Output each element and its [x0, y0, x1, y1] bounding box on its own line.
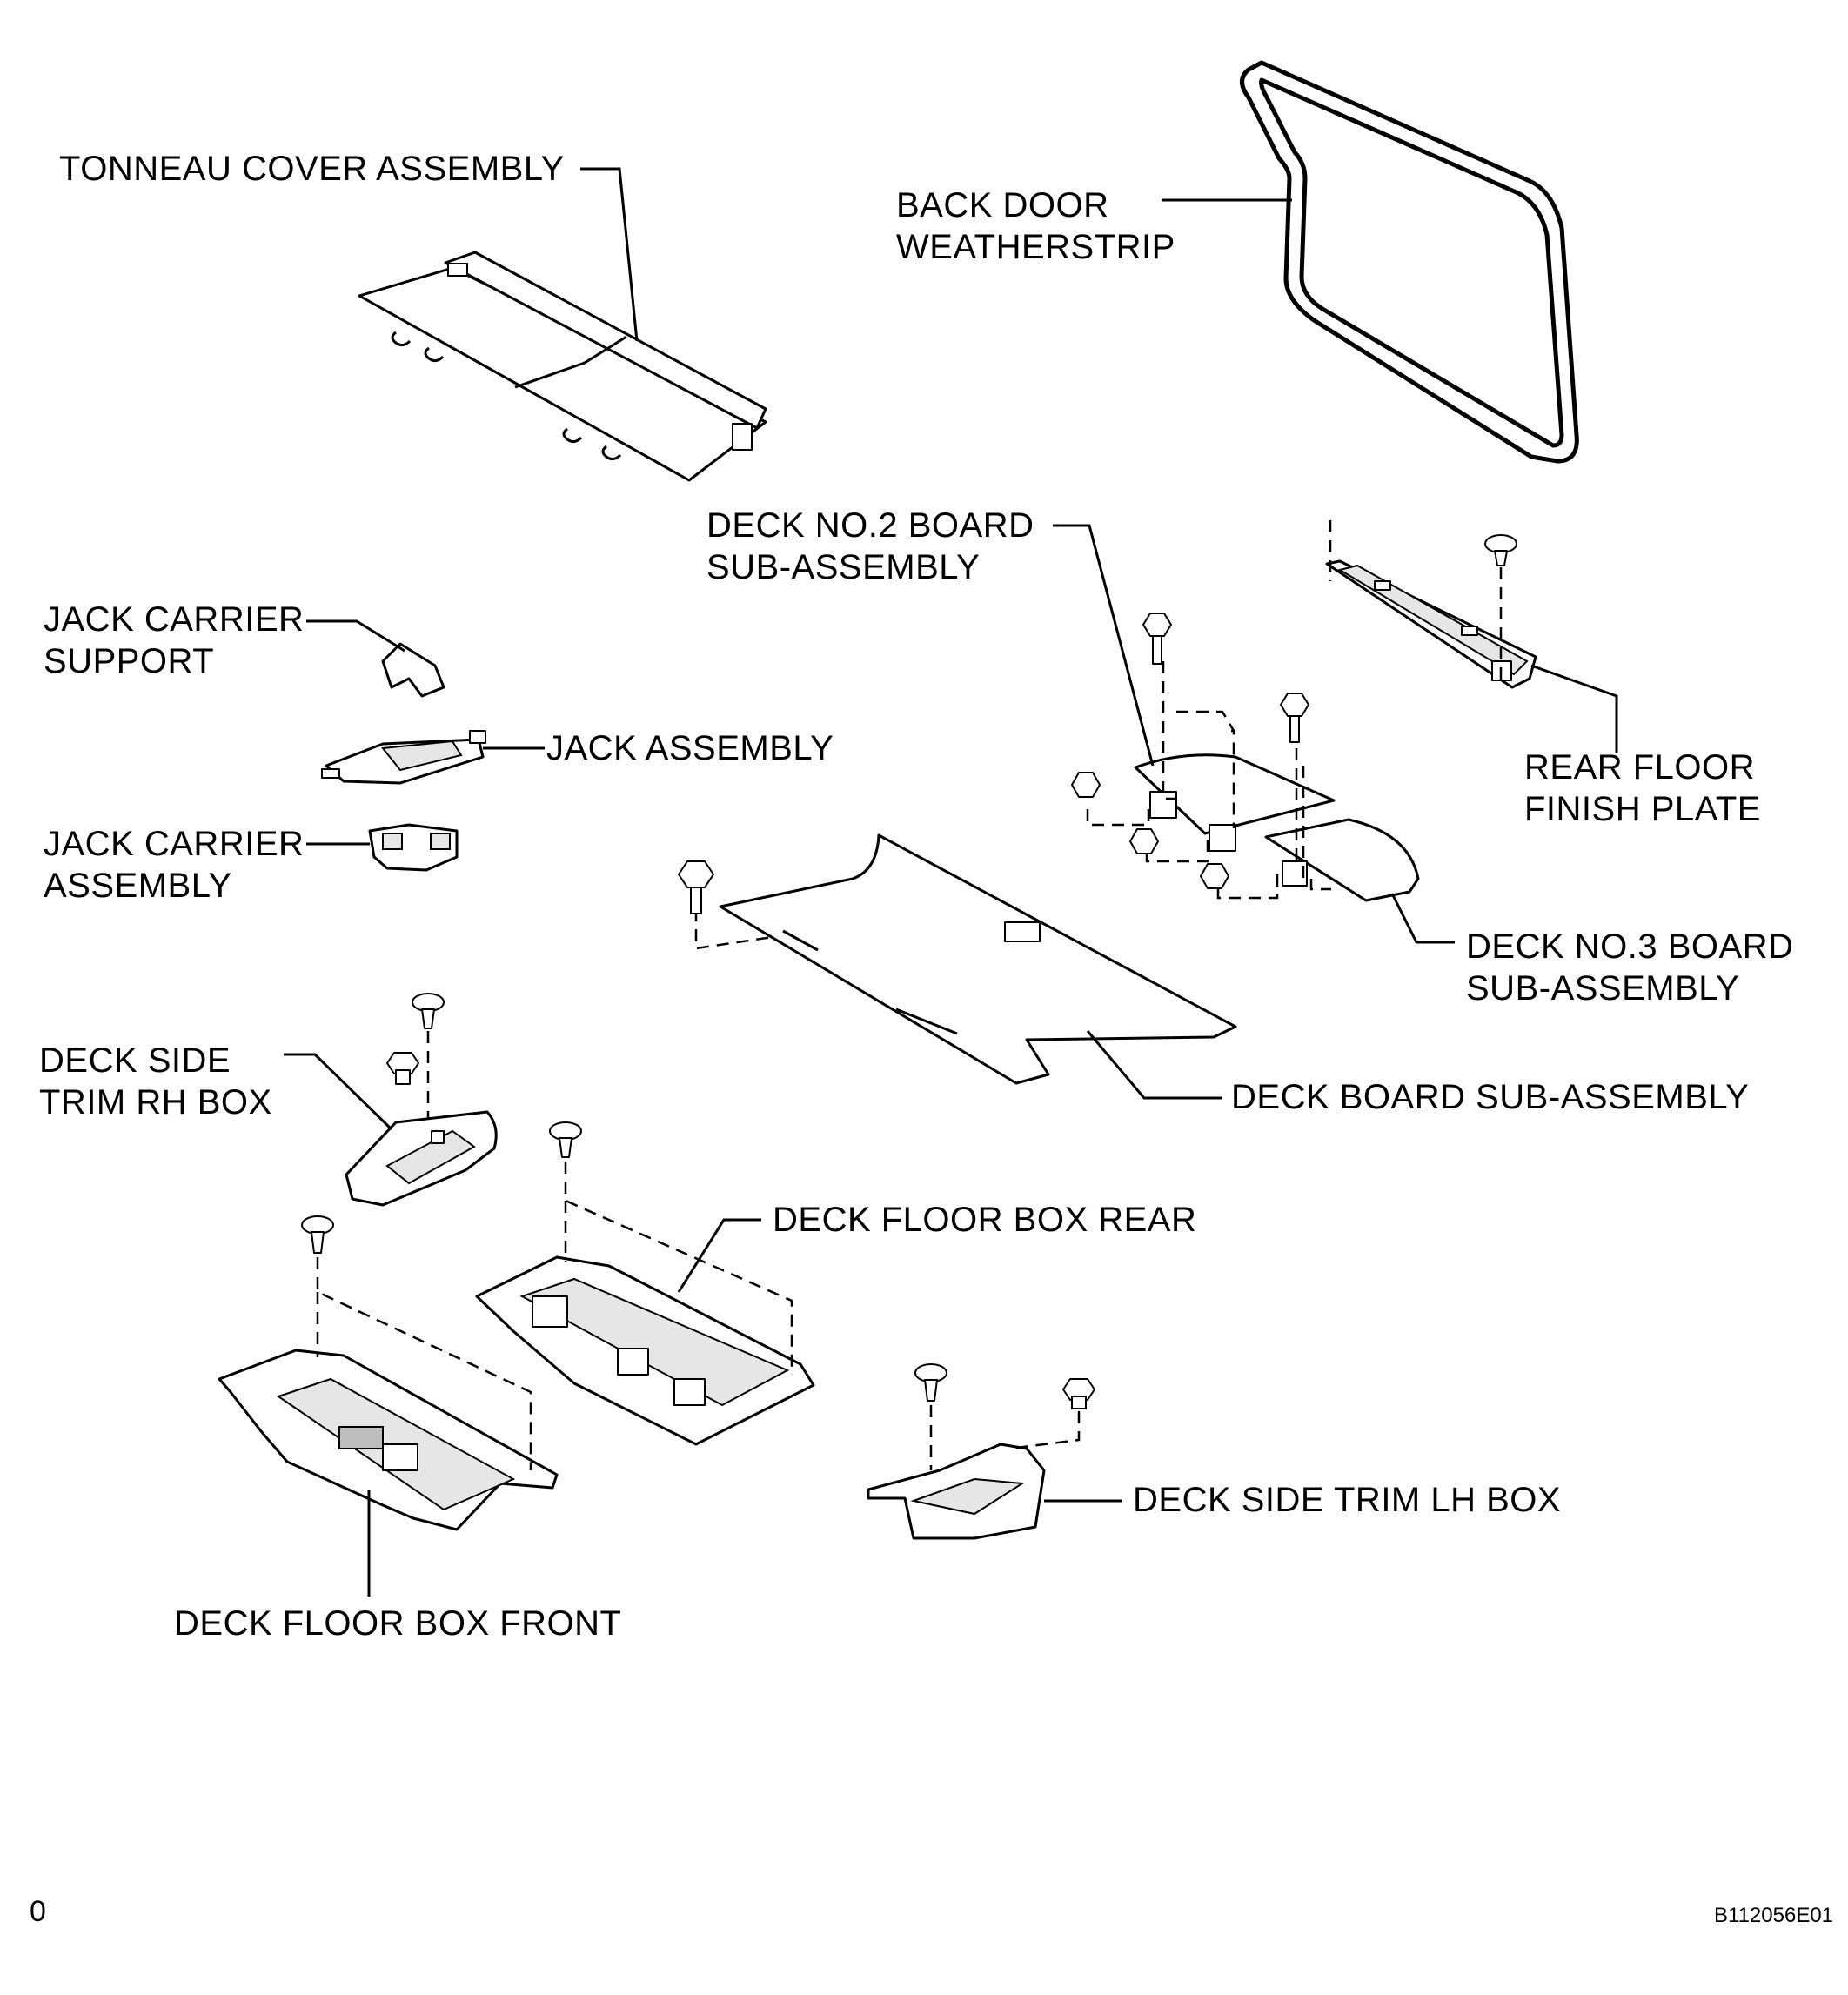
label-jack-carrier-support: JACK CARRIER SUPPORT — [44, 599, 304, 682]
deck-floor-box-front — [218, 1349, 559, 1531]
deck-side-trim-rh-leader — [284, 1053, 393, 1131]
bolt-icon — [678, 860, 714, 914]
label-deck-floor-box-front: DECK FLOOR BOX FRONT — [174, 1604, 622, 1643]
jack-carrier-support — [381, 642, 445, 698]
label-back-door-weatherstrip: BACK DOOR WEATHERSTRIP — [896, 184, 1175, 268]
clip-icon — [301, 1215, 334, 1254]
jack-carrier-assembly — [368, 823, 459, 872]
label-line: SUPPORT — [44, 642, 215, 680]
nut-icon — [1200, 863, 1229, 889]
assembly-guides-upper — [694, 520, 1503, 950]
nut-icon — [1071, 772, 1101, 798]
label-line: SUB-ASSEMBLY — [1466, 969, 1740, 1008]
label-jack-assembly: JACK ASSEMBLY — [546, 729, 834, 767]
clip-icon — [914, 1363, 947, 1402]
clip-icon — [1484, 534, 1517, 566]
deck-floor-box-rear — [475, 1255, 815, 1446]
label-rear-floor-finish-plate: REAR FLOOR FINISH PLATE — [1524, 746, 1761, 830]
deck-board-leader — [1086, 1030, 1222, 1100]
clip-icon — [549, 1121, 582, 1158]
label-line: REAR FLOOR — [1524, 748, 1756, 787]
label-line: DECK SIDE — [39, 1041, 231, 1080]
label-deck-board-sub-assembly: DECK BOARD SUB-ASSEMBLY — [1231, 1078, 1750, 1116]
nut-icon — [1062, 1378, 1095, 1409]
deck-floor-box-rear-leader — [677, 1218, 761, 1293]
tonneau-cover-leader — [580, 167, 639, 342]
label-line: SUB-ASSEMBLY — [706, 548, 981, 586]
label-jack-carrier-assembly: JACK CARRIER ASSEMBLY — [44, 823, 304, 907]
label-line: TRIM RH BOX — [39, 1083, 272, 1121]
deck-side-trim-rh-box — [345, 1110, 498, 1207]
front-box-guide — [316, 1257, 532, 1470]
rear-box-guide — [564, 1162, 793, 1375]
jack-assembly — [321, 730, 486, 785]
nut-icon — [1129, 828, 1159, 854]
deck-no3-board-sub-assembly — [1264, 818, 1420, 902]
back-door-weatherstrip — [1240, 60, 1579, 464]
jack-carrier-support-leader — [306, 619, 405, 653]
label-line: WEATHERSTRIP — [896, 228, 1175, 266]
label-deck-no3-board: DECK NO.3 BOARD SUB-ASSEMBLY — [1466, 926, 1793, 1009]
label-tonneau-cover-assembly: TONNEAU COVER ASSEMBLY — [59, 150, 565, 188]
deck-side-trim-lh-box — [867, 1443, 1046, 1540]
label-deck-side-trim-lh-box: DECK SIDE TRIM LH BOX — [1133, 1481, 1562, 1519]
label-line: BACK DOOR — [896, 186, 1109, 224]
label-line: DECK NO.3 BOARD — [1466, 927, 1794, 966]
bolt-icon — [1142, 613, 1172, 665]
label-line: JACK CARRIER — [44, 600, 305, 639]
rear-floor-finish-plate — [1325, 559, 1537, 689]
page-mark: 0 — [30, 1895, 46, 1928]
label-deck-side-trim-rh-box: DECK SIDE TRIM RH BOX — [39, 1040, 272, 1123]
label-deck-no2-board: DECK NO.2 BOARD SUB-ASSEMBLY — [706, 505, 1034, 588]
label-line: DECK NO.2 BOARD — [706, 506, 1034, 545]
figure-code: B112056E01 — [1714, 1904, 1834, 1927]
label-line: JACK CARRIER — [44, 825, 305, 863]
tonneau-cover-assembly — [358, 251, 767, 482]
nut-icon — [386, 1052, 419, 1085]
label-deck-floor-box-rear: DECK FLOOR BOX REAR — [773, 1201, 1197, 1239]
deck-no2-leader — [1053, 524, 1155, 767]
deck-board-sub-assembly — [719, 833, 1237, 1085]
lh-box-guide-2 — [1008, 1411, 1081, 1450]
clip-icon — [412, 993, 445, 1029]
rear-floor-finish-leader — [1530, 664, 1618, 753]
label-line: ASSEMBLY — [44, 867, 232, 905]
deck-no3-leader — [1390, 893, 1455, 944]
bolt-icon — [1280, 693, 1309, 743]
label-line: FINISH PLATE — [1524, 790, 1761, 828]
